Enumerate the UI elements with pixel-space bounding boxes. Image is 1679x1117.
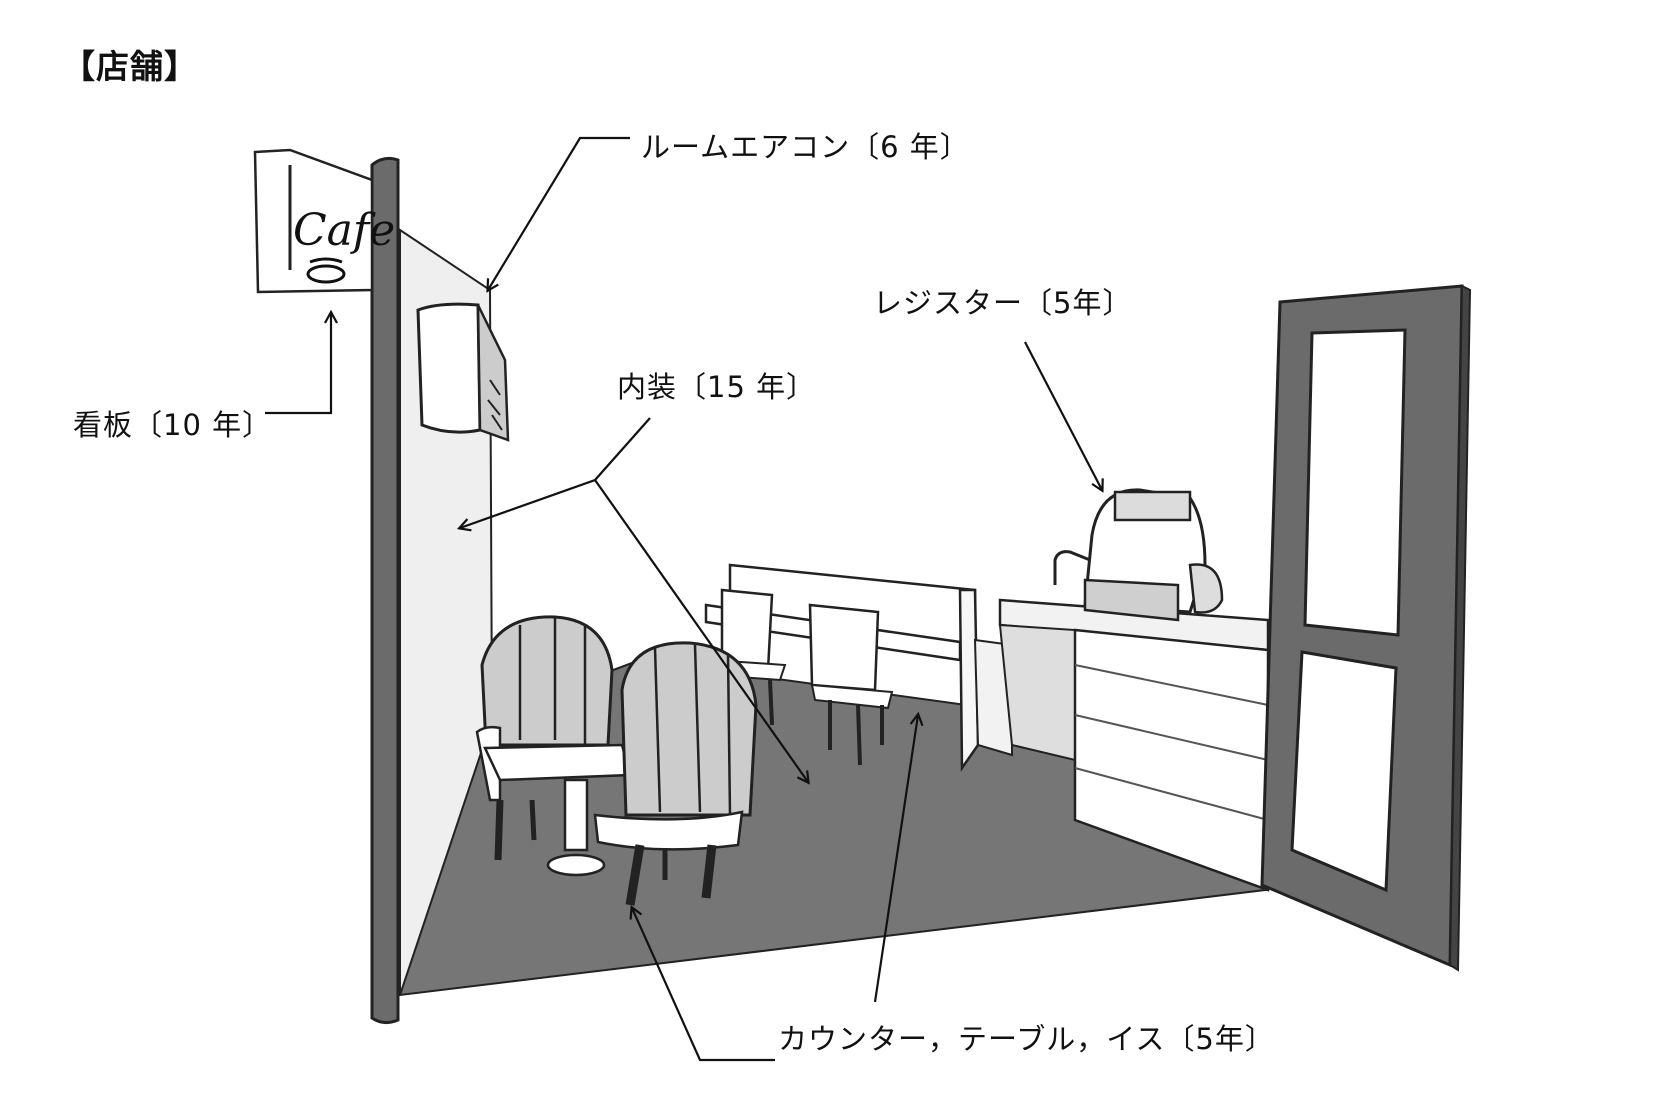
side-table bbox=[483, 743, 632, 877]
label-register: レジスター〔5年〕 bbox=[873, 286, 1133, 320]
register-leader bbox=[1024, 341, 1102, 490]
label-signboard: 看板〔10 年〕 bbox=[73, 408, 273, 442]
label-interior: 内装〔15 年〕 bbox=[617, 370, 817, 404]
room-air-conditioner bbox=[416, 302, 510, 442]
cafe-signboard: Cafe bbox=[253, 148, 395, 294]
armchair-right bbox=[593, 641, 758, 906]
aircon-leader bbox=[488, 136, 630, 290]
signboard-leader bbox=[265, 313, 331, 415]
furniture-leader-chair bbox=[632, 908, 775, 1062]
entrance-door bbox=[1260, 284, 1472, 972]
leader-lines bbox=[265, 136, 1102, 1062]
furniture-leader-counter bbox=[873, 715, 918, 1003]
label-furniture: カウンター，テーブル，イス〔5年〕 bbox=[778, 1022, 1275, 1056]
interior-leader-floor bbox=[594, 479, 808, 782]
register-counter bbox=[998, 598, 1270, 892]
armchair-left bbox=[475, 615, 614, 861]
cash-register bbox=[1053, 488, 1224, 622]
left-frame bbox=[370, 156, 400, 1025]
sign-text: Cafe bbox=[293, 205, 395, 256]
label-aircon: ルームエアコン〔6 年〕 bbox=[641, 130, 970, 164]
page-title: 【店舗】 bbox=[62, 47, 198, 86]
bar-stool-2 bbox=[808, 603, 894, 766]
